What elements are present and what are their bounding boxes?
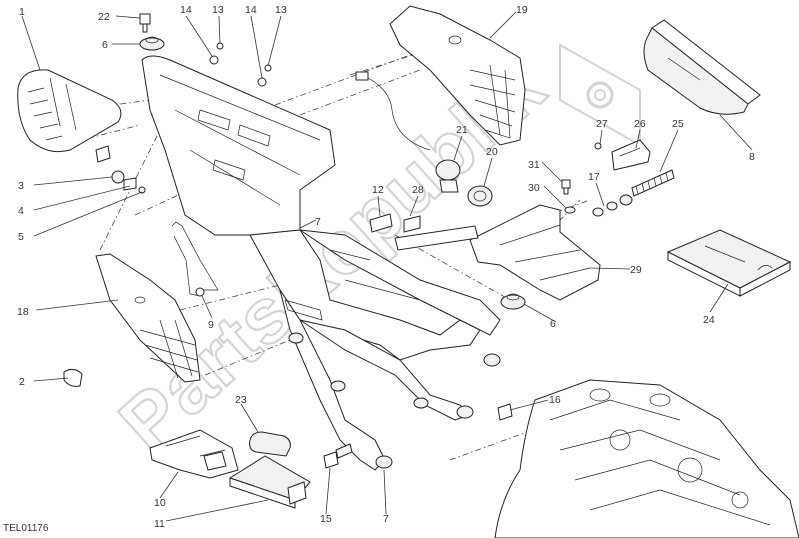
callout-5: 5	[18, 231, 24, 243]
tool-holder	[149, 429, 239, 479]
callout-3: 3	[18, 180, 24, 192]
cover-panel	[643, 19, 761, 115]
callout-19: 19	[516, 4, 528, 16]
callout-26: 26	[634, 118, 646, 130]
callout-30: 30	[528, 182, 540, 194]
gear-icon	[559, 43, 641, 147]
wiring-connector	[355, 71, 431, 151]
callout-13: 13	[275, 4, 287, 16]
callout-6: 6	[550, 318, 556, 330]
callout-14: 14	[245, 4, 257, 16]
owners-manual	[666, 229, 792, 297]
rear-subframe	[141, 55, 501, 471]
spring	[592, 169, 675, 217]
callout-21: 21	[456, 124, 468, 136]
callout-22: 22	[98, 11, 110, 23]
grommet	[500, 293, 526, 310]
stay-rod	[171, 221, 219, 297]
mudguard-upper	[389, 5, 526, 146]
callout-29: 29	[630, 264, 642, 276]
callout-9: 9	[208, 319, 214, 331]
callout-15: 15	[320, 513, 332, 525]
bracket	[594, 139, 651, 171]
callout-4: 4	[18, 205, 24, 217]
callout-10: 10	[154, 497, 166, 509]
callout-labels: 1 22 6 14 13 14 13 19 8 3 4 5 21 20 27 2…	[17, 4, 755, 530]
tool-pouch	[228, 455, 311, 509]
taillight	[17, 69, 122, 153]
callout-1: 1	[19, 6, 25, 18]
callout-17: 17	[588, 171, 600, 183]
fasteners-left	[95, 13, 272, 194]
callout-2: 2	[19, 376, 25, 388]
bolt	[323, 443, 353, 469]
callout-12: 12	[372, 184, 384, 196]
mudguard-lower	[95, 253, 201, 383]
mounting-plate	[369, 204, 601, 301]
callout-13: 13	[212, 4, 224, 16]
callout-25: 25	[672, 118, 684, 130]
callout-20: 20	[486, 146, 498, 158]
pad	[249, 431, 291, 457]
cable-clip	[63, 368, 83, 387]
spring-clip	[497, 403, 513, 421]
manual-logo	[757, 265, 773, 271]
screws-right	[561, 179, 576, 214]
callout-6: 6	[102, 39, 108, 51]
power-socket	[435, 159, 493, 207]
leader-lines	[21, 11, 753, 522]
callout-7: 7	[315, 216, 321, 228]
callout-11: 11	[154, 518, 165, 530]
callout-23: 23	[235, 394, 247, 406]
callout-31: 31	[528, 159, 540, 171]
callout-18: 18	[17, 306, 29, 318]
engine-block	[494, 379, 799, 538]
callout-28: 28	[412, 184, 424, 196]
callout-7: 7	[383, 513, 389, 525]
drawing-code: TEL01176	[3, 523, 49, 534]
callout-16: 16	[549, 394, 561, 406]
callout-8: 8	[749, 151, 755, 163]
callout-27: 27	[596, 118, 608, 130]
callout-14: 14	[180, 4, 192, 16]
callout-24: 24	[703, 314, 715, 326]
